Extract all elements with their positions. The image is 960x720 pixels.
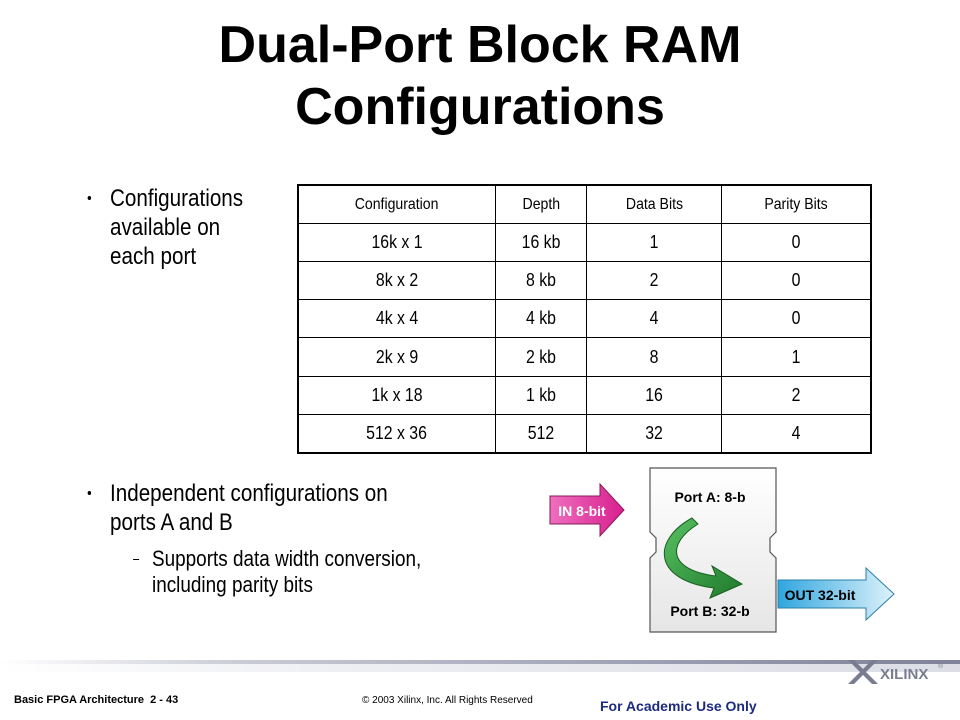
bram-block-shape (649, 467, 777, 633)
table-cell: 0 (720, 299, 872, 339)
header-configuration: Configuration (297, 184, 496, 224)
footer-divider (0, 660, 960, 664)
slide-title: Dual-Port Block RAM Configurations (0, 14, 960, 138)
header-depth: Depth (494, 184, 588, 224)
table-cell: 8 (586, 337, 722, 377)
out-arrow-label: OUT 32-bit (785, 587, 856, 603)
sub-bullet-text-line: Supports data width conversion, (152, 546, 422, 571)
bullet-independent: Independent configurations on ports A an… (87, 479, 388, 537)
table-row: 2k x 9 2 kb 8 1 (297, 337, 872, 377)
table-row: 1k x 18 1 kb 16 2 (297, 375, 872, 415)
table-cell: 1 (720, 337, 872, 377)
table-cell: 16 (586, 375, 722, 415)
table-cell: 1k x 18 (297, 375, 496, 415)
table-cell: 0 (720, 261, 872, 301)
table-row: 8k x 2 8 kb 2 0 (297, 261, 872, 301)
out-arrow-shape (777, 566, 895, 622)
table-cell: 8 kb (494, 261, 588, 301)
title-line-1: Dual-Port Block RAM (218, 16, 742, 74)
sub-bullet-width-conversion: Supports data width conversion, includin… (133, 546, 422, 598)
configurations-table: Configuration Depth Data Bits Parity Bit… (297, 184, 872, 454)
table-cell: 8k x 2 (297, 261, 496, 301)
header-parity-bits: Parity Bits (720, 184, 872, 224)
title-line-2: Configurations (295, 78, 665, 136)
xilinx-logo-registered: ® (938, 662, 944, 670)
bullet-text-line: each port (110, 243, 197, 270)
in-arrow-shape (549, 482, 625, 538)
footer-academic-use: For Academic Use Only (600, 698, 757, 714)
bullet-text-line: ports A and B (110, 509, 233, 536)
footer-course-label: Basic FPGA Architecture 2 - 43 (14, 694, 179, 706)
table-cell: 2 kb (494, 337, 588, 377)
table-cell: 1 kb (494, 375, 588, 415)
table-cell: 512 x 36 (297, 413, 496, 454)
in-arrow-label: IN 8-bit (558, 503, 606, 519)
table-cell: 4 kb (494, 299, 588, 339)
header-data-bits: Data Bits (586, 184, 722, 224)
table-cell: 16k x 1 (297, 222, 496, 263)
bullet-text-line: Configurations (110, 185, 244, 212)
bullet-text-line: Independent configurations on (110, 480, 388, 507)
footer-copyright: © 2003 Xilinx, Inc. All Rights Reserved (362, 695, 533, 706)
xilinx-logo: XILINX ® (848, 660, 944, 684)
table-cell: 4k x 4 (297, 299, 496, 339)
table-cell: 2 (586, 261, 722, 301)
footer-band (0, 664, 960, 672)
table-cell: 2k x 9 (297, 337, 496, 377)
table-cell: 512 (494, 413, 588, 454)
table-cell: 4 (720, 413, 872, 454)
table-cell: 0 (720, 222, 872, 263)
xilinx-logo-mark-icon (848, 660, 878, 684)
bullet-dot (87, 196, 92, 200)
bullet-configurations: Configurations available on each port (87, 184, 244, 271)
table-cell: 1 (586, 222, 722, 263)
table-header-row: Configuration Depth Data Bits Parity Bit… (297, 184, 872, 224)
table-row: 16k x 1 16 kb 1 0 (297, 222, 872, 263)
dual-port-conversion-diagram: Port A: 8-b Port B: 32-b IN 8-bit OUT 32… (549, 467, 895, 633)
conversion-arrow-icon (663, 517, 744, 599)
table-cell: 16 kb (494, 222, 588, 263)
bullet-dot (87, 491, 92, 495)
sub-bullet-text-line: including parity bits (152, 572, 313, 597)
bullet-text-line: available on (110, 214, 221, 241)
sub-bullet-dash (133, 559, 140, 560)
table-row: 4k x 4 4 kb 4 0 (297, 299, 872, 339)
table-cell: 4 (586, 299, 722, 339)
table-row: 512 x 36 512 32 4 (297, 413, 872, 454)
port-a-label: Port A: 8-b (674, 489, 745, 505)
table-cell: 2 (720, 375, 872, 415)
xilinx-logo-text: XILINX (880, 666, 928, 683)
port-b-label: Port B: 32-b (670, 603, 749, 619)
table-cell: 32 (586, 413, 722, 454)
